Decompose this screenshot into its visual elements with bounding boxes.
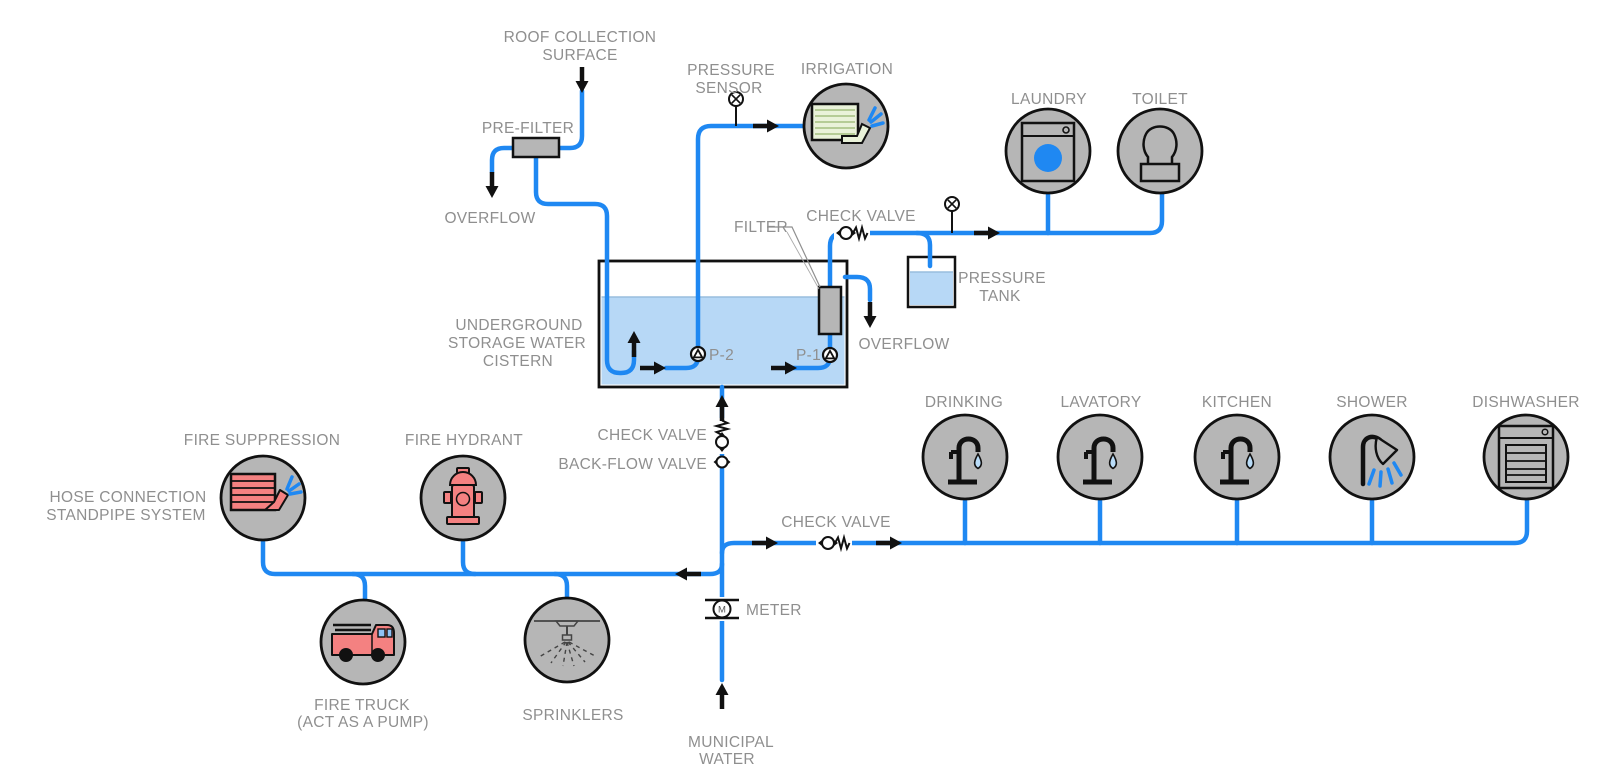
label-hose-1: HOSE CONNECTION [50, 489, 207, 506]
cistern-filter-box [817, 285, 843, 336]
label-toilet: TOILET [1132, 91, 1188, 108]
irrigation-icon [810, 102, 885, 144]
node-fire-suppression [219, 454, 307, 542]
label-municipal-2: WATER [699, 751, 755, 768]
label-overflow-left: OVERFLOW [444, 210, 535, 227]
pipe-cistern-overflow [842, 274, 873, 303]
pump-p2-icon [689, 345, 707, 363]
node-irrigation [802, 82, 890, 170]
label-irrigation: IRRIGATION [801, 61, 893, 78]
pipe-fire-branch [260, 537, 725, 577]
label-dishwasher: DISHWASHER [1472, 394, 1580, 411]
label-kitchen: KITCHEN [1202, 394, 1272, 411]
flow-arrow-cistern-overflow [864, 302, 877, 328]
toilet-icon [1139, 125, 1181, 183]
label-cistern-1: UNDERGROUND [455, 317, 582, 334]
pipe-roof-inlet [556, 88, 585, 151]
fire-hose-icon [229, 472, 303, 512]
label-laundry: LAUNDRY [1011, 91, 1087, 108]
pipe-p2-to-irrigation [695, 123, 806, 350]
pressure-tank [906, 255, 957, 309]
label-cistern-2: STORAGE WATER [448, 335, 586, 352]
label-lavatory: LAVATORY [1060, 394, 1141, 411]
label-fire-truck-2: (ACT AS A PUMP) [297, 714, 429, 731]
node-fire-hydrant [419, 454, 507, 542]
shower-icon [1360, 434, 1403, 488]
label-shower: SHOWER [1336, 394, 1408, 411]
label-pressure-tank-1: PRESSURE [958, 270, 1046, 287]
pipe-right-branch [719, 497, 1530, 556]
pipe-prefilter-overflow [489, 145, 516, 175]
check-valve-right-branch [815, 533, 853, 553]
filter-leader-line-2 [786, 231, 820, 290]
check-valve-top [833, 223, 871, 243]
node-sprinklers [523, 596, 611, 684]
label-fire-hydrant: FIRE HYDRANT [405, 432, 523, 449]
sprinkler-icon [534, 620, 600, 667]
node-laundry [1004, 107, 1092, 195]
label-pressure-sensor-2: SENSOR [695, 80, 762, 97]
pressure-sensor-irrigation [728, 91, 744, 126]
flow-arrow-prefilter-overflow [486, 172, 499, 198]
node-drinking [921, 413, 1009, 501]
pipe-hydrant-riser [460, 537, 478, 577]
pressure-sensor-house [944, 196, 960, 233]
label-pump-p1: P-1 [796, 347, 821, 364]
fire-hydrant-icon [443, 467, 483, 525]
label-overflow-right: OVERFLOW [858, 336, 949, 353]
flow-arrow-house-line [974, 227, 1000, 240]
label-drinking: DRINKING [925, 394, 1003, 411]
label-pressure-tank-2: TANK [979, 288, 1021, 305]
node-kitchen [1193, 413, 1281, 501]
pipe-firetruck-riser [350, 571, 368, 603]
flow-arrow-municipal [716, 683, 729, 709]
pump-p1-icon [821, 346, 839, 364]
node-fire-truck [319, 598, 407, 686]
label-sprinklers: SPRINKLERS [522, 707, 623, 724]
sensor-icon [944, 196, 960, 212]
pipe-sprinkler-riser [552, 571, 570, 601]
flow-arrow-irrigation [753, 120, 779, 133]
node-shower [1328, 413, 1416, 501]
flow-arrow-right-branch-1 [752, 537, 778, 550]
label-check-valve-right: CHECK VALVE [781, 514, 891, 531]
water-meter: M [702, 597, 742, 621]
label-check-valve-top: CHECK VALVE [806, 208, 916, 225]
label-prefilter: PRE-FILTER [482, 120, 574, 137]
label-filter: FILTER [734, 219, 788, 236]
label-meter: METER [746, 602, 802, 619]
label-pressure-sensor-1: PRESSURE [687, 62, 775, 79]
pipe-tank-branch [914, 230, 933, 269]
filter-leader-line [767, 226, 821, 288]
dishwasher-icon [1497, 424, 1555, 490]
label-fire-truck-1: FIRE TRUCK [314, 697, 410, 714]
flow-arrow-fire-branch [675, 568, 701, 581]
label-backflow-valve: BACK-FLOW VALVE [558, 456, 707, 473]
tank-water [910, 272, 953, 305]
label-roof-2: SURFACE [542, 47, 617, 64]
label-cistern-3: CISTERN [483, 353, 553, 370]
fire-truck-icon [331, 623, 395, 662]
node-dishwasher [1482, 413, 1570, 501]
backflow-valve [713, 455, 731, 469]
label-roof-1: ROOF COLLECTION [504, 29, 657, 46]
pipe-prefilter-to-cistern [533, 154, 637, 376]
label-hose-2: STANDPIPE SYSTEM [46, 507, 206, 524]
pre-filter-box [511, 136, 561, 159]
node-toilet [1116, 107, 1204, 195]
label-fire-suppression: FIRE SUPPRESSION [184, 432, 340, 449]
flow-arrow-roof [576, 67, 589, 93]
node-lavatory [1056, 413, 1144, 501]
label-check-valve-mid: CHECK VALVE [597, 427, 707, 444]
label-pump-p2: P-2 [709, 347, 734, 364]
label-municipal-1: MUNICIPAL [688, 734, 774, 751]
meter-letter: M [718, 605, 726, 616]
check-valve-riser [712, 417, 732, 455]
flow-arrow-right-branch-2 [876, 537, 902, 550]
washing-machine-icon [1020, 121, 1076, 183]
flow-arrow-riser [716, 395, 729, 421]
